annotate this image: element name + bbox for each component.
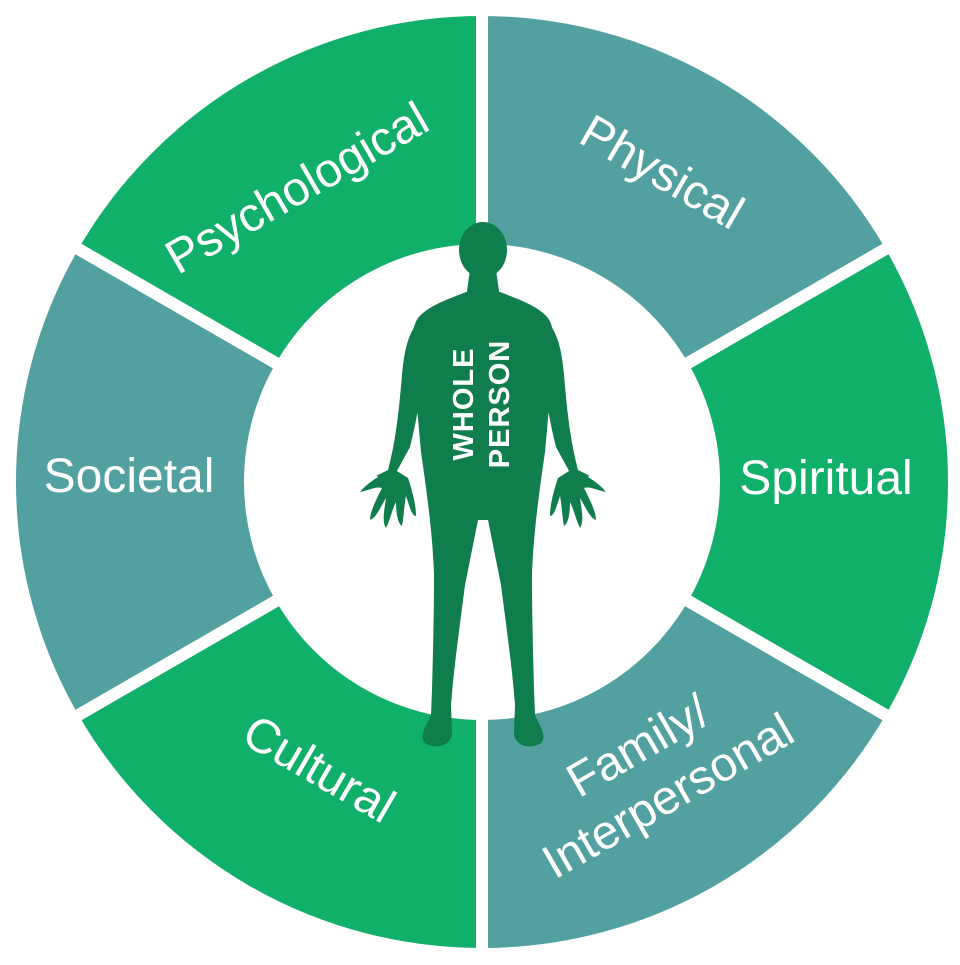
human-figure-icon: [360, 222, 606, 747]
segment-psychological: [65, 3, 488, 375]
center-label-line2: PERSON: [484, 340, 516, 468]
ring-segments: [4, 3, 960, 961]
segment-family-interpersonal: [476, 589, 899, 961]
segment-societal: [4, 237, 290, 727]
label-societal: Societal: [44, 450, 215, 503]
segment-cultural: [65, 589, 488, 961]
segment-spiritual: [674, 237, 960, 727]
label-spiritual: Spiritual: [739, 452, 912, 505]
center-label-line1: WHOLE: [448, 348, 480, 461]
segment-physical: [476, 3, 899, 375]
